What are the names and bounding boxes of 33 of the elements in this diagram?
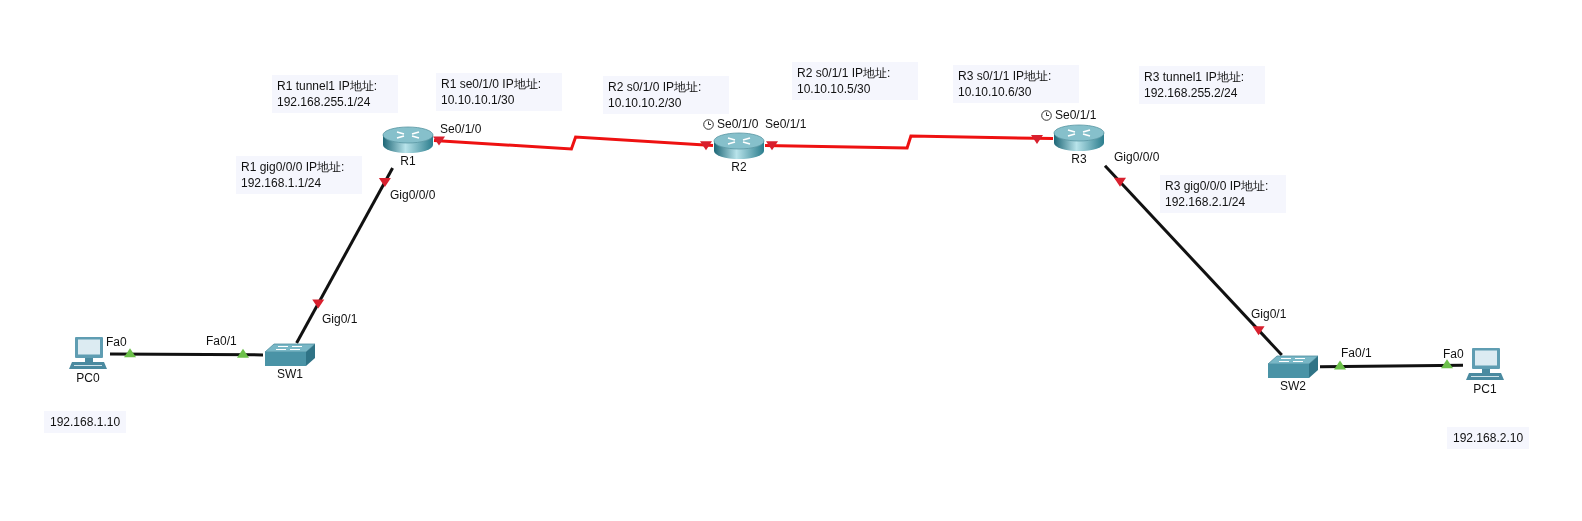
port-label: Fa0/1 [206, 334, 237, 348]
device-name: PC0 [76, 371, 100, 385]
address-note: R1 se0/1/0 IP地址: 10.10.10.1/30 [436, 73, 562, 111]
device-name: R3 [1071, 152, 1087, 166]
address-note: R3 tunnel1 IP地址: 192.168.255.2/24 [1139, 66, 1265, 104]
port-label: Fa0/1 [1341, 346, 1372, 360]
device-name: PC1 [1473, 382, 1497, 396]
address-note: R3 s0/1/1 IP地址: 10.10.10.6/30 [953, 65, 1079, 103]
address-note: R1 tunnel1 IP地址: 192.168.255.1/24 [272, 75, 398, 113]
device-name: R1 [400, 154, 416, 168]
port-label: Fa0 [1443, 347, 1464, 361]
port-label: Se0/1/1 [1055, 108, 1097, 122]
port-label: Se0/1/1 [765, 117, 807, 131]
cable-line [1103, 164, 1283, 357]
address-note: R2 s0/1/0 IP地址: 10.10.10.2/30 [603, 76, 729, 114]
ip-address-label: 192.168.1.10 [44, 411, 127, 433]
port-label: Se0/1/0 [440, 122, 482, 136]
device-name: SW1 [277, 367, 303, 381]
address-note: R1 gig0/0/0 IP地址: 192.168.1.1/24 [236, 156, 362, 194]
port-label: Fa0 [106, 335, 127, 349]
port-label: Gig0/0/0 [390, 188, 436, 202]
cable-line [1320, 359, 1463, 370]
cable-line [433, 135, 714, 151]
cable-line [764, 134, 1054, 151]
cable-line [110, 348, 263, 358]
address-note: R3 gig0/0/0 IP地址: 192.168.2.1/24 [1160, 175, 1286, 213]
device-name: R2 [731, 160, 747, 174]
port-label: Se0/1/0 [717, 117, 759, 131]
device-name: SW2 [1280, 379, 1306, 393]
address-note: R2 s0/1/1 IP地址: 10.10.10.5/30 [792, 62, 918, 100]
port-label: Gig0/0/0 [1114, 150, 1160, 164]
ip-address-label: 192.168.2.10 [1447, 427, 1530, 449]
cable-line [295, 167, 394, 344]
